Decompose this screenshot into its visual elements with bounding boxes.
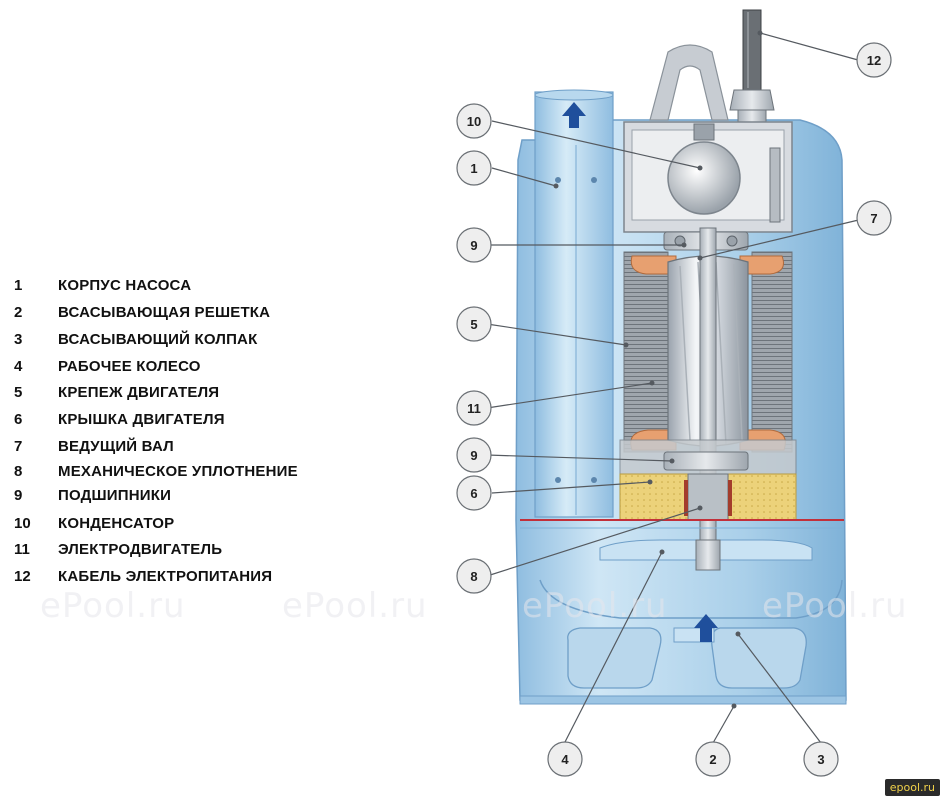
legend-row-6: 6 КРЫШКА ДВИГАТЕЛЯ <box>14 408 225 430</box>
legend-number: 12 <box>14 567 31 585</box>
legend-row-11: 11 ЭЛЕКТРОДВИГАТЕЛЬ <box>14 538 222 560</box>
legend-row-5: 5 КРЕПЕЖ ДВИГАТЕЛЯ <box>14 381 219 403</box>
suction-grille-left <box>567 627 662 689</box>
callout-1: 1 <box>456 150 492 186</box>
outlet-pipe <box>534 91 614 518</box>
legend-number: 9 <box>14 486 23 504</box>
svg-text:1: 1 <box>470 161 477 176</box>
svg-text:10: 10 <box>467 114 481 129</box>
svg-text:8: 8 <box>470 569 477 584</box>
legend-label: КОРПУС НАСОСА <box>58 276 192 294</box>
cable-gland <box>729 89 775 111</box>
legend-row-3: 3 ВСАСЫВАЮЩИЙ КОЛПАК <box>14 328 257 350</box>
legend-number: 6 <box>14 410 23 428</box>
legend-label: ВСАСЫВАЮЩИЙ КОЛПАК <box>58 330 258 348</box>
svg-text:11: 11 <box>467 401 481 416</box>
mechanical-seal <box>687 473 729 521</box>
watermark: ePool.ru <box>762 586 908 626</box>
legend-number: 4 <box>14 357 23 375</box>
svg-text:12: 12 <box>867 53 881 68</box>
callout-5: 5 <box>456 306 492 342</box>
legend-label: КРЫШКА ДВИГАТЕЛЯ <box>58 410 225 428</box>
pump-base <box>519 695 847 705</box>
legend-row-4: 4 РАБОЧЕЕ КОЛЕСО <box>14 355 201 377</box>
leader-lines <box>486 32 872 744</box>
watermark: ePool.ru <box>40 586 186 626</box>
legend-label: ВЕДУЩИЙ ВАЛ <box>58 437 174 455</box>
legend-label: КРЕПЕЖ ДВИГАТЕЛЯ <box>58 383 220 401</box>
legend-row-2: 2 ВСАСЫВАЮЩАЯ РЕШЕТКА <box>14 301 270 323</box>
watermark: ePool.ru <box>282 586 428 626</box>
legend-number: 8 <box>14 462 23 480</box>
legend-label: ПОДШИПНИКИ <box>58 486 172 504</box>
callout-10: 10 <box>456 103 492 139</box>
callout-3: 3 <box>803 741 839 777</box>
legend-row-8: 8 МЕХАНИЧЕСКОЕ УПЛОТНЕНИЕ <box>14 460 298 482</box>
legend-number: 5 <box>14 383 23 401</box>
legend-label: КАБЕЛЬ ЭЛЕКТРОПИТАНИЯ <box>58 567 273 585</box>
svg-text:3: 3 <box>817 752 824 767</box>
svg-text:9: 9 <box>470 238 477 253</box>
stator-left <box>623 251 669 453</box>
callout-6: 6 <box>456 475 492 511</box>
svg-text:7: 7 <box>870 211 877 226</box>
svg-text:9: 9 <box>470 448 477 463</box>
legend-number: 11 <box>14 540 30 558</box>
capacitor <box>667 141 741 215</box>
stator-right <box>751 251 793 453</box>
legend-number: 3 <box>14 330 23 348</box>
callout-12: 12 <box>856 42 892 78</box>
callout-11: 11 <box>456 390 492 426</box>
flow-arrow-icon <box>562 102 586 128</box>
legend-label: КОНДЕНСАТОР <box>58 514 175 532</box>
svg-text:4: 4 <box>561 752 569 767</box>
legend-label: МЕХАНИЧЕСКОЕ УПЛОТНЕНИЕ <box>58 462 298 480</box>
callout-7: 7 <box>856 200 892 236</box>
svg-text:5: 5 <box>470 317 477 332</box>
callout-2: 2 <box>695 741 731 777</box>
legend-label: ВСАСЫВАЮЩАЯ РЕШЕТКА <box>58 303 271 321</box>
legend-row-10: 10 КОНДЕНСАТОР <box>14 512 174 534</box>
watermark: ePool.ru <box>522 586 668 626</box>
suction-grille-right <box>711 627 807 689</box>
legend-row-9: 9 ПОДШИПНИКИ <box>14 484 171 506</box>
legend-row-12: 12 КАБЕЛЬ ЭЛЕКТРОПИТАНИЯ <box>14 565 272 587</box>
svg-text:6: 6 <box>470 486 477 501</box>
legend-label: ЭЛЕКТРОДВИГАТЕЛЬ <box>58 540 223 558</box>
site-logo: epool.ru <box>884 779 940 796</box>
legend-number: 10 <box>14 514 31 532</box>
legend-row-7: 7 ВЕДУЩИЙ ВАЛ <box>14 435 174 457</box>
callout-9-lower: 9 <box>456 437 492 473</box>
pump-handle <box>649 44 729 121</box>
legend-number: 7 <box>14 437 23 455</box>
legend-number: 2 <box>14 303 23 321</box>
legend-label: РАБОЧЕЕ КОЛЕСО <box>58 357 201 375</box>
legend-number: 1 <box>14 276 23 294</box>
intake-arrow-icon <box>694 614 718 642</box>
callout-8: 8 <box>456 558 492 594</box>
callout-9-upper: 9 <box>456 227 492 263</box>
svg-text:2: 2 <box>709 752 716 767</box>
power-cable <box>742 9 762 91</box>
legend-row-1: 1 КОРПУС НАСОСА <box>14 274 191 296</box>
suction-cap <box>539 579 843 619</box>
callout-4: 4 <box>547 741 583 777</box>
